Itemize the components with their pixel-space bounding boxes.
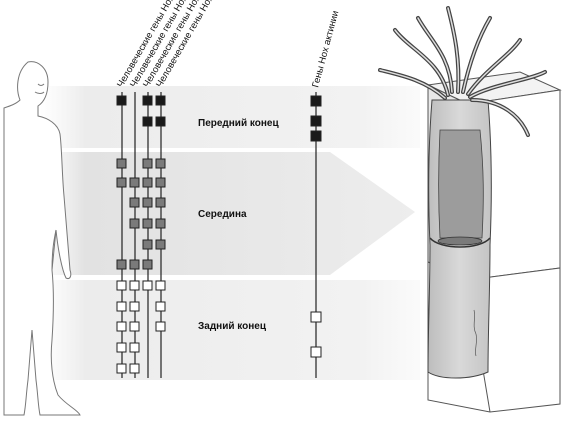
gene-box (116, 158, 127, 169)
gene-box (142, 239, 153, 250)
gene-box (129, 342, 140, 353)
gene-box (129, 197, 140, 208)
gene-box (310, 346, 322, 358)
gene-box (116, 301, 127, 312)
gene-box (310, 130, 322, 142)
gene-box (142, 158, 153, 169)
human-hoxb-genes (142, 95, 153, 291)
region-labels: Передний конец Середина Задний конец (198, 118, 279, 332)
anemone-gut (438, 129, 484, 239)
gene-box (116, 342, 127, 353)
gene-box (116, 280, 127, 291)
label-rear: Задний конец (198, 321, 267, 332)
human-hoxa-genes (155, 95, 166, 332)
sea-anemone-illustration (378, 6, 562, 413)
column-headers: Человеческие гены Hoxd Человеческие гены… (115, 0, 341, 90)
gene-box (155, 95, 166, 106)
gene-box (116, 321, 127, 332)
gene-box (142, 218, 153, 229)
gene-box (142, 259, 153, 270)
gene-box (155, 321, 166, 332)
gene-box (155, 177, 166, 188)
gene-box (142, 177, 153, 188)
gene-box (155, 301, 166, 312)
header-anemone: Гены Hox актинии (310, 10, 341, 89)
gene-box (129, 321, 140, 332)
gene-box (155, 116, 166, 127)
gene-box (310, 95, 322, 107)
human-figure (3, 61, 81, 416)
gene-box (155, 158, 166, 169)
gene-box (142, 116, 153, 127)
label-front: Передний конец (198, 118, 279, 129)
gene-box (129, 259, 140, 270)
gene-box (155, 197, 166, 208)
band-front (40, 86, 420, 148)
gene-box (129, 177, 140, 188)
label-middle: Середина (198, 209, 247, 220)
gene-box (142, 197, 153, 208)
region-bands (40, 86, 420, 380)
gene-box (155, 280, 166, 291)
gene-box (129, 301, 140, 312)
gene-box (129, 218, 140, 229)
gene-box (116, 95, 127, 106)
gene-box (116, 177, 127, 188)
human-hoxc-genes (129, 177, 140, 374)
gene-box (155, 218, 166, 229)
gene-box (310, 311, 322, 323)
gene-box (142, 95, 153, 106)
gene-box (116, 363, 127, 374)
gene-box (129, 280, 140, 291)
human-hoxd-genes (116, 95, 127, 374)
gene-box (129, 363, 140, 374)
anemone-cut-edge (429, 237, 491, 248)
band-rear (40, 280, 420, 380)
anemone-hox-genes (310, 95, 322, 358)
gene-box (142, 280, 153, 291)
gene-box (310, 115, 322, 127)
gene-box (116, 259, 127, 270)
gene-box (155, 239, 166, 250)
